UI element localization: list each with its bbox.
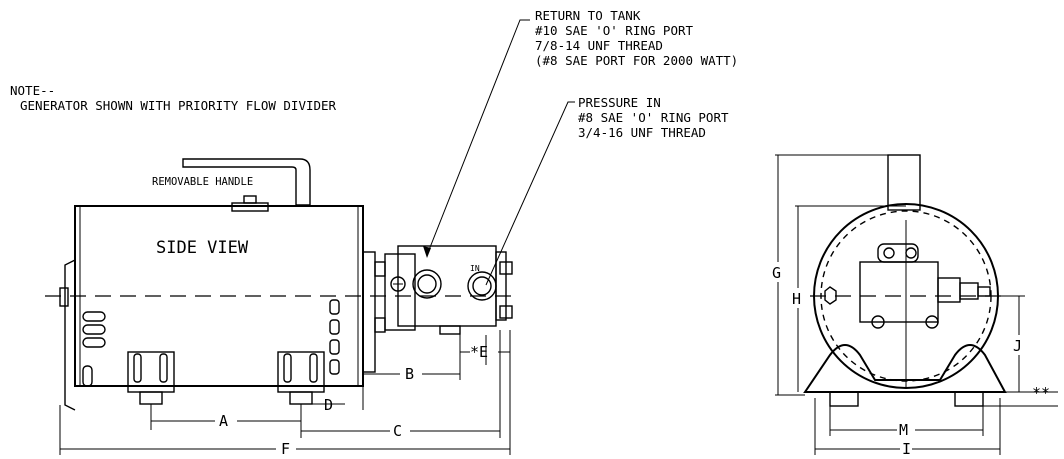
divider-plug-bottom — [499, 305, 513, 319]
dim-M-label: M — [899, 421, 908, 439]
foot-left-pad — [139, 391, 163, 405]
end-cap-left — [64, 259, 76, 411]
divider-adapter — [384, 253, 416, 331]
vent-slot-3 — [82, 337, 106, 348]
flange-slot-4 — [329, 359, 340, 375]
return-callout-line2: #10 SAE 'O' RING PORT — [535, 23, 694, 38]
end-base — [803, 344, 1007, 393]
return-leader-arrow — [423, 246, 431, 258]
end-valve-bolt-1 — [883, 247, 895, 259]
end-side-hex — [824, 286, 837, 305]
end-handle — [887, 154, 921, 211]
mounting-flange — [362, 251, 376, 373]
adjust-screw — [390, 276, 406, 292]
flow-divider: IN — [384, 245, 513, 335]
flange-slot-2 — [329, 319, 340, 335]
side-view: REMOVABLE HANDLE SIDE VIEW — [45, 158, 520, 458]
flange-bolt-top — [374, 261, 386, 277]
pressure-callout-line2: #8 SAE 'O' RING PORT — [578, 110, 729, 125]
shaft-stub — [59, 287, 69, 307]
pressure-leader-line — [485, 101, 575, 286]
note-text: GENERATOR SHOWN WITH PRIORITY FLOW DIVID… — [20, 98, 337, 113]
dim-G: G — [772, 154, 888, 396]
end-valve-fitting — [937, 277, 961, 303]
return-leader-line — [426, 19, 530, 256]
dim-H-label: H — [792, 290, 801, 308]
port-in-label: IN — [470, 264, 480, 273]
pressure-port-inner — [472, 276, 492, 296]
dim-A-label: A — [219, 412, 228, 430]
flange-slot-1 — [329, 299, 340, 315]
note-block: NOTE-- GENERATOR SHOWN WITH PRIORITY FLO… — [10, 83, 337, 113]
dim-G-label: G — [772, 264, 781, 282]
dim-B-label: B — [405, 365, 414, 383]
dim-KK-label: ** — [1032, 384, 1050, 402]
dim-B: B — [362, 326, 461, 410]
dim-D: D — [301, 396, 345, 414]
return-port-outer — [412, 269, 442, 299]
end-valve-bolt-2 — [905, 247, 917, 259]
dim-E: *E — [460, 335, 510, 365]
end-valve-top — [877, 243, 919, 263]
foot-left-slot-b — [159, 353, 168, 383]
foot-left-slot-a — [133, 353, 142, 383]
pressure-callout-line3: 3/4-16 UNF THREAD — [578, 125, 706, 140]
handle-label: REMOVABLE HANDLE — [152, 176, 253, 188]
divider-bottom-tab — [439, 325, 461, 335]
dim-E-label: *E — [470, 343, 488, 361]
dim-C-label: C — [393, 422, 402, 440]
divider-plug-top — [499, 261, 513, 275]
end-foot-right — [954, 391, 984, 407]
handle-nut — [243, 195, 257, 204]
pressure-callout: PRESSURE IN #8 SAE 'O' RING PORT 3/4-16 … — [485, 95, 729, 286]
dim-J: J — [990, 295, 1025, 392]
dim-F: F — [59, 330, 511, 458]
foot-left — [127, 351, 175, 405]
end-foot-left — [829, 391, 859, 407]
side-view-label: SIDE VIEW — [156, 238, 249, 258]
flange-slot-3 — [329, 339, 340, 355]
return-callout-line4: (#8 SAE PORT FOR 2000 WATT) — [535, 53, 738, 68]
foot-right-slot-a — [283, 353, 292, 383]
flange-bolt-bottom — [374, 317, 386, 333]
end-valve-tip — [977, 286, 991, 297]
pressure-port-outer — [467, 271, 497, 301]
dim-I: I — [814, 398, 1001, 458]
generator-housing — [74, 205, 364, 387]
vent-slot-4 — [82, 365, 93, 387]
pressure-callout-line1: PRESSURE IN — [578, 95, 661, 110]
return-callout-line3: 7/8-14 UNF THREAD — [535, 38, 663, 53]
dim-D-label: D — [324, 396, 333, 414]
adjust-screw-slot — [393, 279, 403, 289]
end-view: G H J ** M — [772, 154, 1058, 458]
note-heading: NOTE-- — [10, 83, 55, 98]
dim-M: M — [829, 406, 984, 439]
dim-J-label: J — [1013, 337, 1022, 355]
foot-right — [277, 351, 325, 405]
dim-F-label: F — [281, 440, 290, 458]
dim-I-label: I — [902, 440, 911, 458]
return-callout-line1: RETURN TO TANK — [535, 8, 641, 23]
dim-C: C — [300, 330, 501, 440]
return-port-inner — [417, 274, 437, 294]
dim-H: H — [792, 205, 906, 392]
vent-slot-2 — [82, 324, 106, 335]
end-valve-body — [859, 261, 939, 323]
vent-slot-1 — [82, 311, 106, 322]
foot-right-slot-b — [309, 353, 318, 383]
dim-KK: ** — [983, 384, 1058, 407]
foot-right-pad — [289, 391, 313, 405]
return-callout: RETURN TO TANK #10 SAE 'O' RING PORT 7/8… — [423, 8, 738, 258]
dim-A: A — [150, 404, 302, 430]
end-valve-bolt-4 — [925, 315, 939, 329]
end-valve-bolt-3 — [871, 315, 885, 329]
